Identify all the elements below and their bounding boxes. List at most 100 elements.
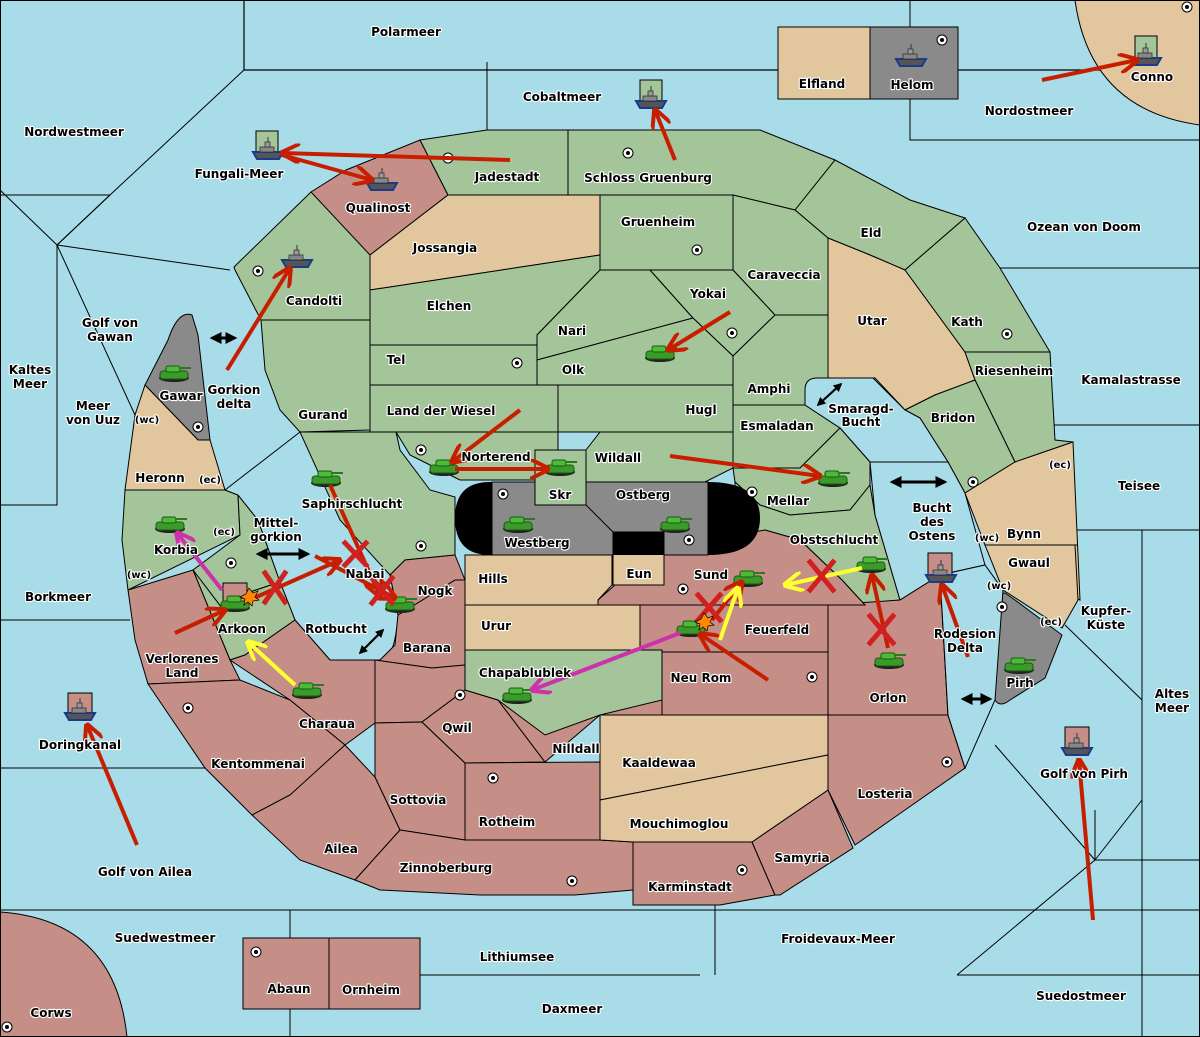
label-arkoon: Arkoon: [218, 622, 266, 636]
supply-center-icon: [225, 557, 237, 569]
label-olk: Olk: [562, 363, 585, 377]
move-arrow: [87, 725, 139, 846]
label-jossangia: Jossangia: [412, 241, 477, 255]
supply-center-icon: [936, 34, 948, 46]
supply-center-icon: [511, 357, 523, 369]
label-qwil: Qwil: [442, 721, 472, 735]
label-caraveccia: Caraveccia: [747, 268, 820, 282]
label-nari: Nari: [558, 324, 586, 338]
province-elfland[interactable]: [777, 26, 871, 100]
supply-center-icon: [454, 689, 466, 701]
label-westberg: Westberg: [504, 536, 569, 550]
supply-center-icon: [683, 534, 695, 546]
label-urur: Urur: [481, 619, 511, 633]
label-golf-von-pirh: Golf von Pirh: [1040, 767, 1128, 781]
supply-center-icon: [622, 147, 634, 159]
supply-center-icon: [487, 772, 499, 784]
supply-center-icon: [1001, 328, 1013, 340]
supply-center-icon: [252, 265, 264, 277]
label-obstschlucht: Obstschlucht: [790, 533, 879, 547]
supply-center-icon: [1, 1021, 13, 1033]
supply-center-icon: [726, 327, 738, 339]
label-bynn: Bynn: [1007, 527, 1041, 541]
label-gwaul-ec: (ec): [1040, 617, 1062, 628]
supply-center-icon: [967, 476, 979, 488]
move-arrow: [282, 153, 511, 160]
label-golf-von-ailea: Golf von Ailea: [98, 865, 192, 879]
label-eun: Eun: [626, 567, 651, 581]
province-zinnoberburg[interactable]: [354, 829, 634, 896]
label-candolti: Candolti: [286, 294, 342, 308]
label-nabai: Nabai: [346, 567, 385, 581]
label-borkmeer: Borkmeer: [25, 590, 91, 604]
label-kaaldewaa: Kaaldewaa: [622, 756, 696, 770]
label-eld: Eld: [861, 226, 882, 240]
supply-center-icon: [746, 486, 758, 498]
label-charaua: Charaua: [299, 717, 355, 731]
province-ornheim[interactable]: [328, 937, 421, 1010]
supply-center-icon: [996, 601, 1008, 613]
label-tel: Tel: [387, 353, 406, 367]
label-teisee: Teisee: [1118, 479, 1160, 493]
label-helom: Helom: [890, 78, 933, 92]
label-saphirschlucht: Saphirschlucht: [302, 497, 403, 511]
move-arrow: [700, 634, 770, 682]
label-ostberg: Ostberg: [616, 488, 670, 502]
rodesion-delta-sea: [939, 564, 1004, 770]
label-jadestadt: Jadestadt: [474, 170, 540, 184]
label-wildall: Wildall: [595, 451, 641, 465]
label-ozean-von-doom: Ozean von Doom: [1027, 220, 1141, 234]
supply-center-icon: [736, 864, 748, 876]
supply-center-icon: [250, 946, 262, 958]
label-fungali-meer: Fungali-Meer: [195, 167, 284, 181]
label-conno: Conno: [1131, 70, 1173, 84]
label-nogk: Nogk: [418, 584, 454, 598]
supply-center-icon: [1181, 1, 1193, 13]
x-mark-icon: [806, 558, 837, 594]
province-kaaldewaa[interactable]: [599, 714, 829, 801]
label-abaun: Abaun: [267, 982, 310, 996]
label-elfland: Elfland: [799, 77, 845, 91]
bounce-markers: [239, 587, 715, 632]
province-karminstadt[interactable]: [632, 841, 776, 906]
supply-center-icon: [806, 671, 818, 683]
label-cobaltmeer: Cobaltmeer: [523, 90, 601, 104]
label-yokai: Yokai: [689, 287, 726, 301]
label-gurand: Gurand: [298, 408, 348, 422]
label-utar: Utar: [857, 314, 887, 328]
label-gawar: Gawar: [159, 389, 202, 403]
supply-center-icon: [182, 702, 194, 714]
label-neu-rom: Neu Rom: [671, 671, 732, 685]
label-orlon: Orlon: [869, 691, 906, 705]
label-doringkanal: Doringkanal: [39, 738, 121, 752]
move-arrow: [244, 560, 340, 604]
label-sottovia: Sottovia: [390, 793, 447, 807]
province-mouchimoglou[interactable]: [599, 754, 829, 843]
explosion-icon: [239, 587, 260, 607]
province-gruenheim[interactable]: [599, 194, 734, 271]
label-suedostmeer: Suedostmeer: [1036, 989, 1126, 1003]
province-corws[interactable]: [0, 911, 128, 1037]
x-mark-icon: [866, 612, 897, 647]
label-froidevaux-meer: Froidevaux-Meer: [781, 932, 895, 946]
label-gruenheim: Gruenheim: [621, 215, 695, 229]
label-nordostmeer: Nordostmeer: [985, 104, 1074, 118]
label-korbia-wc: (wc): [127, 570, 151, 581]
label-pirh: Pirh: [1006, 676, 1033, 690]
label-nilldall: Nilldall: [552, 742, 599, 756]
label-rotbucht: Rotbucht: [305, 622, 367, 636]
label-daxmeer: Daxmeer: [542, 1002, 603, 1016]
retreat-arrows: [177, 533, 681, 690]
supply-center-icon: [941, 756, 953, 768]
label-zinnoberburg: Zinnoberburg: [400, 861, 492, 875]
move-arrow: [669, 454, 820, 476]
label-karminstadt: Karminstadt: [648, 880, 732, 894]
